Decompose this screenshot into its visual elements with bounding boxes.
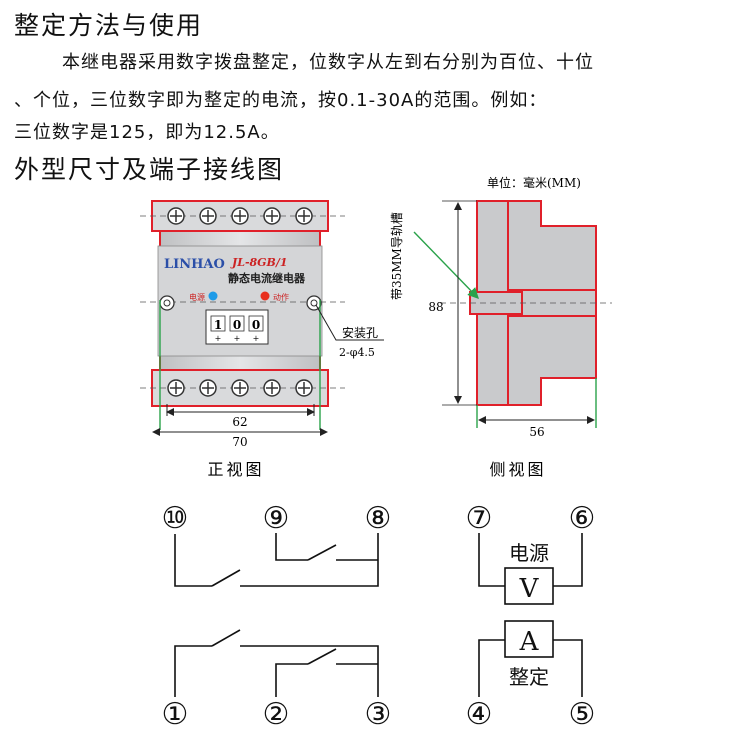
side-view-caption: 侧视图 <box>489 460 546 479</box>
rail-leader-line <box>413 231 479 300</box>
screw-icon <box>167 207 185 225</box>
terminal-6: ⑥ <box>569 501 596 536</box>
hole-label: 安装孔 <box>342 325 378 340</box>
wire-7 <box>478 533 505 587</box>
side-view: 单位：毫米(MM) 带35MM导轨槽 88 56 侧视图 <box>390 175 612 479</box>
action-indicator-label: 动作 <box>273 292 289 302</box>
product-name: 静态电流继电器 <box>228 271 306 285</box>
terminal-4: ④ <box>466 697 493 732</box>
dial-units[interactable] <box>248 315 264 332</box>
screw-icon <box>167 379 185 397</box>
terminal-labels: ⑩ ⑨ ⑧ ⑦ ⑥ ① ② ③ ④ ⑤ <box>162 501 596 732</box>
dim-depth-value: 56 <box>529 425 544 439</box>
dim-inner-value: 62 <box>232 415 247 429</box>
terminal-2: ② <box>263 697 290 732</box>
setting-label: 整定 <box>509 665 549 689</box>
paragraph-line-2: 、个位，三位数字即为整定的电流，按0.1-30A的范围。例如： <box>14 90 548 111</box>
power-led-icon <box>208 291 218 301</box>
front-view: LINHAO JL-8GB/1 静态电流继电器 电源 动作 1 0 0 + + … <box>140 200 384 479</box>
screw-icon <box>295 379 313 397</box>
dial-tens[interactable] <box>229 315 245 332</box>
section-title-dimensions: 外型尺寸及端子接线图 <box>14 155 285 184</box>
dial-hundreds[interactable] <box>210 315 226 332</box>
hole-spec: 2-φ4.5 <box>339 346 375 359</box>
front-view-caption: 正视图 <box>207 460 264 479</box>
voltmeter-symbol: V <box>519 574 540 604</box>
paragraph-line-3: 三位数字是125，即为12.5A。 <box>14 122 280 143</box>
dial-sign: + <box>215 334 222 343</box>
terminal-9: ⑨ <box>263 501 290 536</box>
power-supply-label: 电源 <box>509 541 549 565</box>
action-led-icon <box>260 291 270 301</box>
brand-logo: LINHAO <box>164 257 225 272</box>
terminal-1: ① <box>162 697 189 732</box>
top-screws <box>167 207 313 225</box>
wire-2 <box>275 663 308 697</box>
dial-digit: 0 <box>233 318 241 332</box>
paragraph-line-1: 本继电器采用数字拨盘整定，位数字从左到右分别为百位、十位 <box>62 52 594 73</box>
wiring-diagram <box>174 533 583 697</box>
wire-5 <box>553 639 583 697</box>
dial-sign: + <box>234 334 241 343</box>
mounting-hole-icon <box>159 295 175 311</box>
section-title-setting: 整定方法与使用 <box>14 11 204 40</box>
rail-label: 带35MM导轨槽 <box>390 212 404 300</box>
ammeter-symbol: A <box>519 627 540 657</box>
screw-icon <box>231 379 249 397</box>
unit-label: 单位：毫米(MM) <box>487 175 581 190</box>
wire-1 <box>174 645 212 697</box>
terminal-5: ⑤ <box>569 697 596 732</box>
screw-icon <box>231 207 249 225</box>
contact-no-switch <box>307 544 337 561</box>
wire-3-common <box>240 645 379 697</box>
wire-10 <box>174 534 212 587</box>
screw-icon <box>263 379 281 397</box>
screw-icon <box>199 207 217 225</box>
contact-switch-2 <box>307 648 337 665</box>
contact-nc-switch <box>211 569 241 587</box>
dim-height-value: 88 <box>428 300 443 314</box>
hole-leader-line <box>315 304 384 341</box>
wire-6 <box>553 533 583 587</box>
mounting-hole-icon <box>306 295 322 311</box>
screw-icon <box>199 379 217 397</box>
dial-digit: 0 <box>252 318 260 332</box>
voltmeter-box <box>504 567 554 605</box>
wire-8-common <box>240 533 379 587</box>
dial-sign: + <box>253 334 260 343</box>
terminal-7: ⑦ <box>466 501 493 536</box>
contact-switch-1 <box>211 629 241 647</box>
terminal-3: ③ <box>365 697 392 732</box>
screw-icon <box>263 207 281 225</box>
wire-4 <box>478 639 505 697</box>
ammeter-box <box>504 620 554 658</box>
dial-digit: 1 <box>214 318 222 332</box>
dim-outer-value: 70 <box>232 435 247 449</box>
wire-9 <box>275 533 308 561</box>
screw-icon <box>295 207 313 225</box>
terminal-8: ⑧ <box>365 501 392 536</box>
bottom-screws <box>167 379 313 397</box>
power-indicator-label: 电源 <box>189 292 205 302</box>
terminal-10: ⑩ <box>162 501 189 536</box>
model-number: JL-8GB/1 <box>230 256 288 269</box>
